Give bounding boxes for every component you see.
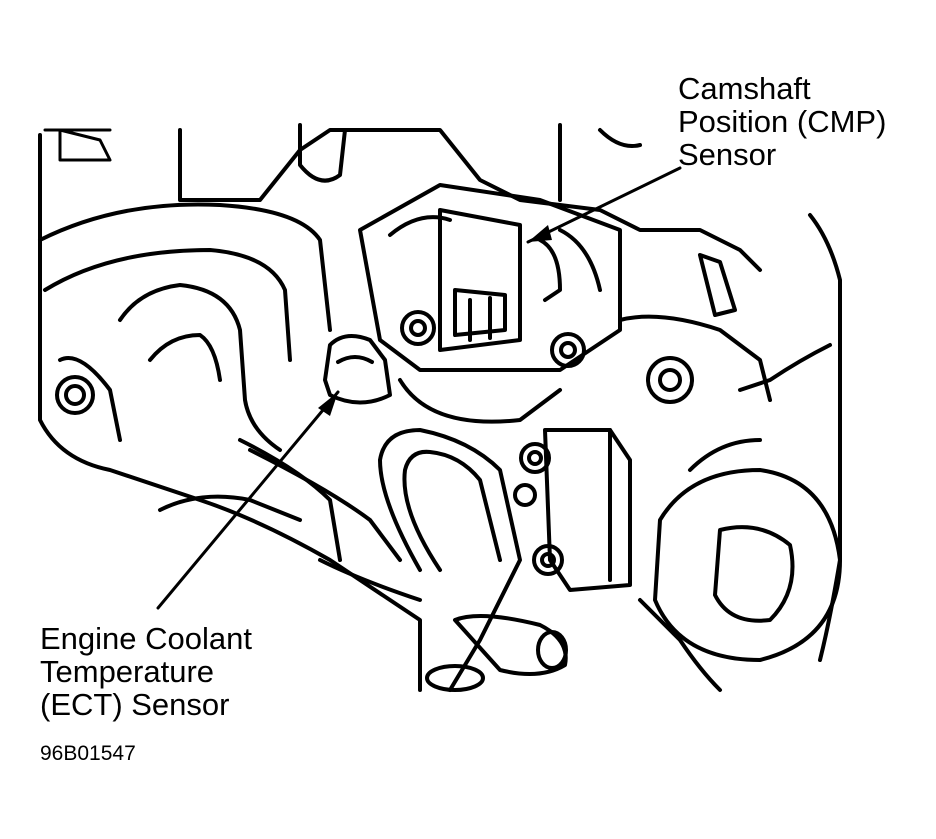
cmp-arrowhead [528, 225, 552, 242]
ect-leader-line [156, 390, 340, 610]
cmp-label-line-3: Sensor [678, 137, 777, 172]
ect-label-line-2: Temperature [40, 654, 215, 689]
figure-id: 96B01547 [40, 742, 136, 765]
bracket [543, 428, 632, 592]
ect-arrowhead [318, 392, 338, 416]
pulley [653, 468, 842, 662]
cmp-label-line-1: Camshaft [678, 71, 811, 106]
cmp-sensor-label: Camshaft Position (CMP) Sensor [678, 72, 886, 171]
ect-sensor [323, 334, 392, 405]
ect-label-line-1: Engine Coolant [40, 621, 252, 656]
coolant-hose-lower [118, 283, 282, 452]
ect-sensor-label: Engine Coolant Temperature (ECT) Sensor [40, 622, 252, 721]
coolant-hose-upper [38, 202, 332, 332]
cmp-leader-line [526, 166, 682, 244]
cmp-label-line-2: Position (CMP) [678, 104, 887, 139]
cmp-bolt-right [550, 332, 586, 368]
ect-label-line-3: (ECT) Sensor [40, 687, 230, 722]
pipe-end [453, 614, 568, 676]
cmp-bolt-left [400, 310, 436, 346]
engine-block-outline [38, 133, 422, 692]
cmp-sensor-housing [358, 183, 622, 372]
vacuum-line [378, 428, 522, 692]
upper-housing [178, 128, 762, 272]
cmp-sensor-connector [438, 208, 522, 352]
